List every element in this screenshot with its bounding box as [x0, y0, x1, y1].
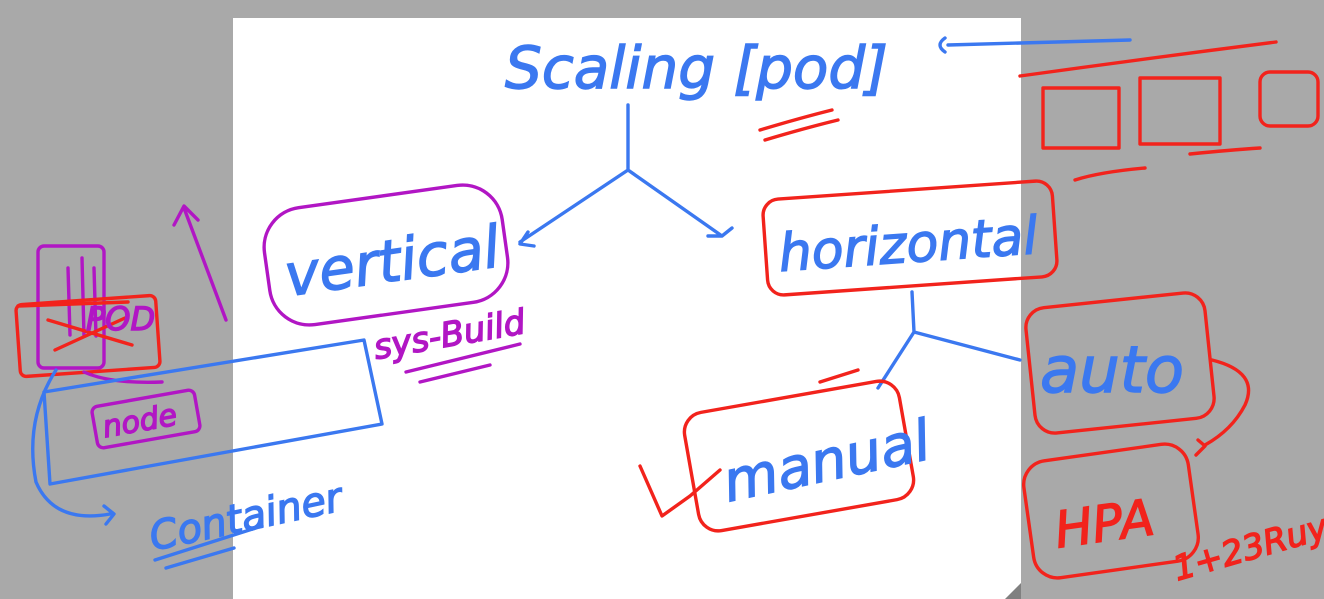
- pod-stack-outline: [36, 244, 106, 370]
- pod-label: POD: [86, 300, 155, 338]
- node-box: [90, 388, 202, 450]
- pod-scribble: [16, 300, 134, 352]
- manual-checkmark: [638, 464, 722, 518]
- horizontal-branch-lines: [876, 290, 1022, 390]
- title-arrow: [938, 36, 1132, 54]
- container-label: Container: [145, 474, 348, 560]
- auto-label: auto: [1040, 334, 1184, 408]
- branch-lines: [518, 103, 734, 248]
- vertical-note-underline: [404, 342, 522, 384]
- title-underline: [758, 108, 840, 142]
- manual-box: [682, 379, 916, 533]
- pod-boxes-bottomline: [1073, 146, 1262, 182]
- auto-to-hpa-arrow: [1194, 358, 1251, 457]
- diagram-title: Scaling [pod]: [505, 34, 888, 102]
- container-side-arrow: [31, 368, 116, 526]
- pod-red-box: [14, 293, 162, 379]
- container-box: [42, 338, 384, 486]
- pod-box-3: [1258, 70, 1320, 128]
- hpa-label: HPA: [1051, 488, 1158, 559]
- hpa-note: 1+23Ruy: [1169, 507, 1324, 589]
- container-underline: [153, 524, 264, 570]
- canvas-corner: [1005, 583, 1021, 599]
- pod-box-1: [1041, 86, 1121, 150]
- manual-label: manual: [717, 408, 936, 515]
- vertical-box: [262, 183, 510, 327]
- pod-up-arrow: [172, 204, 228, 322]
- horizontal-label: horizontal: [777, 206, 1040, 284]
- auto-box: [1024, 291, 1216, 435]
- pod-box-2: [1138, 76, 1222, 146]
- vertical-label: vertical: [280, 212, 504, 309]
- pod-boxes-topline: [1018, 40, 1278, 78]
- hpa-box: [1022, 442, 1200, 580]
- horizontal-box: [761, 179, 1059, 297]
- manual-tick-mark: [818, 368, 860, 384]
